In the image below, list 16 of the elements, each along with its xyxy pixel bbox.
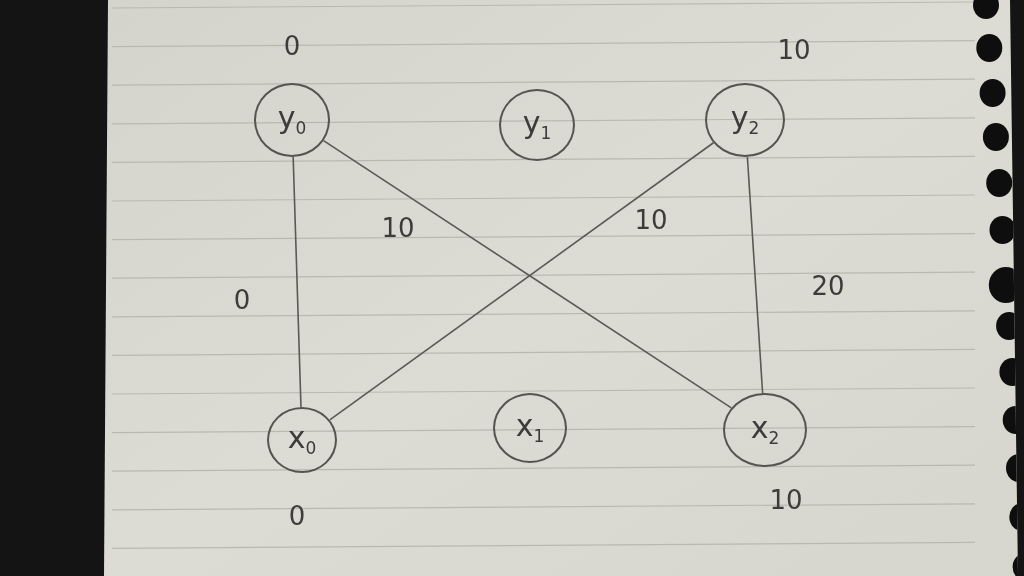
edge-label: 10 bbox=[380, 214, 416, 242]
vertex-weight: 0 bbox=[287, 502, 307, 530]
vertex-weight: 0 bbox=[282, 32, 302, 60]
vertex-circle: x$_{0}$ bbox=[267, 407, 337, 473]
vertex-circle: y$_{0}$ bbox=[254, 83, 330, 157]
edge-line bbox=[292, 156, 302, 408]
vertex-circle: y$_{1}$ bbox=[499, 89, 575, 161]
edge-label: 20 bbox=[810, 272, 846, 300]
edge-label: 0 bbox=[232, 286, 252, 314]
vertex-circle: y$_{2}$ bbox=[705, 83, 785, 157]
vertex-weight: 10 bbox=[768, 486, 804, 514]
edge-line bbox=[746, 156, 764, 394]
vertex-weight: 10 bbox=[776, 36, 812, 64]
vertex-circle: x$_{2}$ bbox=[723, 393, 807, 467]
vertex-circle: x$_{1}$ bbox=[493, 393, 567, 463]
edge-label: 10 bbox=[633, 206, 669, 234]
